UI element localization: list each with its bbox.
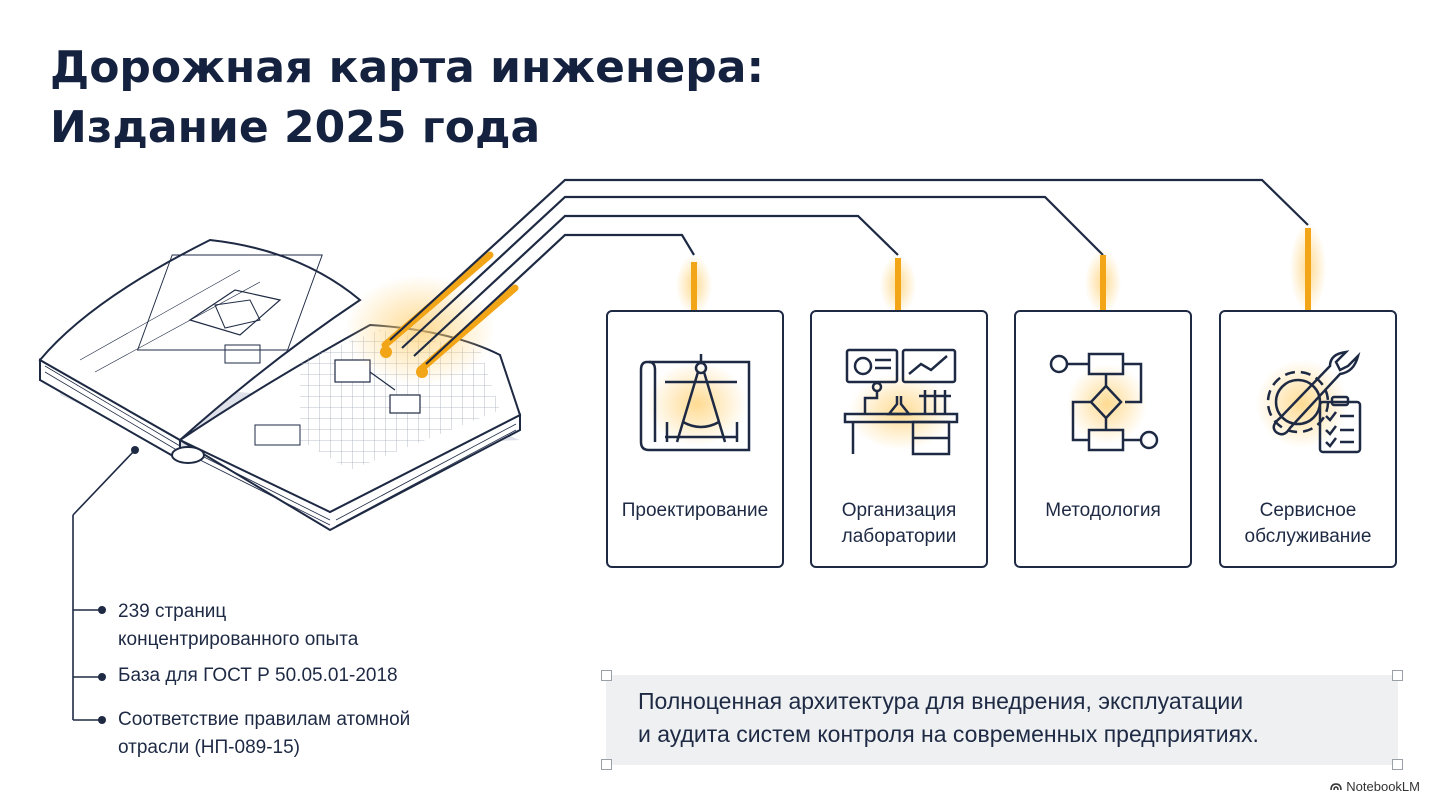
card-lab: Организация лаборатории: [810, 310, 988, 568]
callout-line-2: и аудита систем контроля на современных …: [638, 721, 1259, 747]
card-label: Проектирование: [621, 500, 769, 521]
callout-line-1: Полноценная архитектура для внедрения, э…: [638, 688, 1244, 714]
corner-handle: [1392, 670, 1403, 681]
card-connector-stubs: [676, 223, 1326, 315]
list-item-line-1: Соответствие правилам атомной: [118, 709, 411, 730]
drafting-compass-icon: [639, 354, 751, 452]
laboratory-icon: [843, 348, 959, 456]
list-item-line-2: отрасли (НП-089-15): [118, 737, 300, 758]
list-item: Соответствие правилам атомной отрасли (Н…: [118, 706, 518, 762]
gear-wrench-checklist-icon: [1256, 350, 1362, 454]
card-design: Проектирование: [606, 310, 784, 568]
summary-callout: Полноценная архитектура для внедрения, э…: [601, 670, 1403, 770]
title-line-1: Дорожная карта инженера:: [50, 42, 765, 93]
title-line-2: Издание 2025 года: [50, 102, 541, 153]
bullet-tree: [72, 446, 139, 724]
card-label: Сервисное обслуживание: [1221, 498, 1395, 550]
list-item: База для ГОСТ Р 50.05.01-2018: [118, 662, 518, 690]
corner-handle: [1392, 759, 1403, 770]
card-label-line-1: Сервисное: [1259, 500, 1357, 521]
flowchart-icon: [1049, 352, 1159, 452]
list-item: 239 страниц концентрированного опыта: [118, 598, 518, 654]
card-methodology: Методология: [1014, 310, 1192, 568]
card-label-line-2: обслуживание: [1244, 526, 1372, 547]
brand-label: NotebookLM: [1346, 779, 1420, 794]
connector-lines: [389, 178, 1309, 365]
list-item-line-1: 239 страниц: [118, 601, 227, 622]
brand-watermark: NotebookLM: [1330, 779, 1420, 794]
card-label-line-2: лаборатории: [841, 526, 957, 547]
card-label: Методология: [1045, 500, 1161, 521]
card-label-line-1: Организация: [841, 500, 957, 521]
list-item-line-1: База для ГОСТ Р 50.05.01-2018: [118, 665, 398, 686]
page-title: Дорожная карта инженера: Издание 2025 го…: [50, 38, 764, 158]
notebooklm-logo-icon: [1330, 783, 1343, 791]
corner-handle: [601, 670, 612, 681]
callout-text: Полноценная архитектура для внедрения, э…: [638, 685, 1259, 751]
list-item-line-2: концентрированного опыта: [118, 629, 359, 650]
card-service: Сервисное обслуживание: [1219, 310, 1397, 568]
corner-handle: [601, 759, 612, 770]
card-label: Организация лаборатории: [812, 498, 986, 550]
